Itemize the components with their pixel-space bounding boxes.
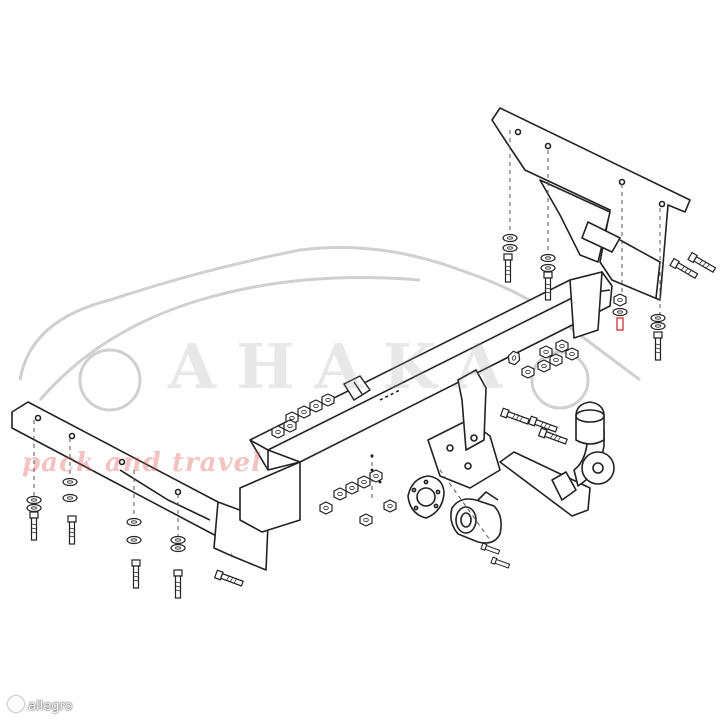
watermark-brand: AHAKA (168, 330, 523, 403)
reference-dots (370, 454, 382, 484)
tow-ball-arm (499, 429, 615, 517)
right-mounting-bracket (491, 107, 691, 301)
source-credit: allegro (8, 696, 72, 714)
socket-mounting-plate (407, 475, 445, 519)
tow-ball-mount-plate (427, 369, 501, 489)
left-mounting-bracket (11, 401, 269, 571)
credit-text: allegro (28, 699, 73, 714)
watermark-tagline: pack and travel (22, 448, 262, 478)
assembly-guide-lines (33, 130, 661, 541)
main-cross-beam (239, 271, 613, 533)
fasteners-left (26, 477, 245, 599)
small-bracket-plate (342, 375, 372, 401)
allegro-logo-icon (8, 696, 24, 712)
fasteners-upper-right (502, 233, 717, 361)
electrical-socket (450, 490, 502, 544)
tow-ball-cap (575, 401, 605, 445)
